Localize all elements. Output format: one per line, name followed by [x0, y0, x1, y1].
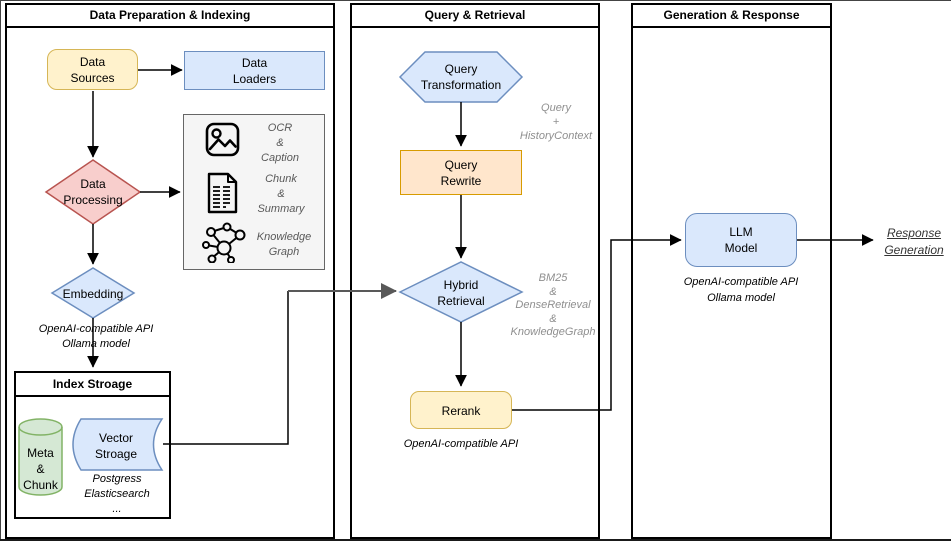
query-history-note: Query + HistoryContext — [519, 102, 593, 142]
lane-data-preparation-title: Data Preparation & Indexing — [7, 5, 333, 28]
index-storage-title: Index Stroage — [16, 373, 169, 397]
chunk-summary-label: Chunk & Summary — [257, 173, 305, 215]
hybrid-methods-note: BM25 & DenseRetrieval & KnowledgeGraph — [510, 272, 596, 338]
vector-storage-note: Postgress Elasticsearch ... — [84, 473, 150, 515]
data-loaders-label: Data Loaders — [232, 56, 277, 86]
response-generation-label: Response Generation — [884, 226, 944, 257]
data-sources-label: Data Sources — [70, 55, 115, 85]
lane-generation-response: Generation & Response — [631, 3, 832, 539]
embedding-note: OpenAI-compatible API Ollama model — [38, 323, 154, 350]
query-rewrite-node — [400, 150, 522, 195]
embedding-label: Embedding — [62, 287, 124, 301]
lane-query-retrieval-title: Query & Retrieval — [352, 5, 598, 28]
query-rewrite-label: Query Rewrite — [440, 158, 482, 188]
image-icon — [205, 122, 240, 157]
lane-data-preparation: Data Preparation & Indexing — [5, 3, 335, 539]
llm-model-label: LLM Model — [724, 225, 758, 255]
data-processing-label: Data Processing — [63, 177, 123, 207]
document-icon — [207, 172, 238, 214]
meta-chunk-label: Meta & Chunk — [23, 446, 58, 492]
rerank-note: OpenAI-compatible API — [403, 438, 519, 450]
data-sources-node — [47, 49, 138, 90]
knowledge-graph-icon — [202, 222, 246, 263]
knowledge-graph-label: Knowledge Graph — [256, 231, 312, 258]
rerank-label: Rerank — [441, 404, 481, 418]
ocr-caption-label: OCR & Caption — [261, 122, 299, 164]
llm-model-node — [685, 213, 797, 267]
llm-model-note: OpenAI-compatible API Ollama model — [683, 276, 799, 304]
data-loaders-node — [184, 51, 325, 90]
query-transformation-label: Query Transformation — [420, 62, 502, 92]
vector-storage-label: Vector Stroage — [94, 431, 138, 461]
rerank-node — [410, 391, 512, 429]
lane-generation-response-title: Generation & Response — [633, 5, 830, 28]
